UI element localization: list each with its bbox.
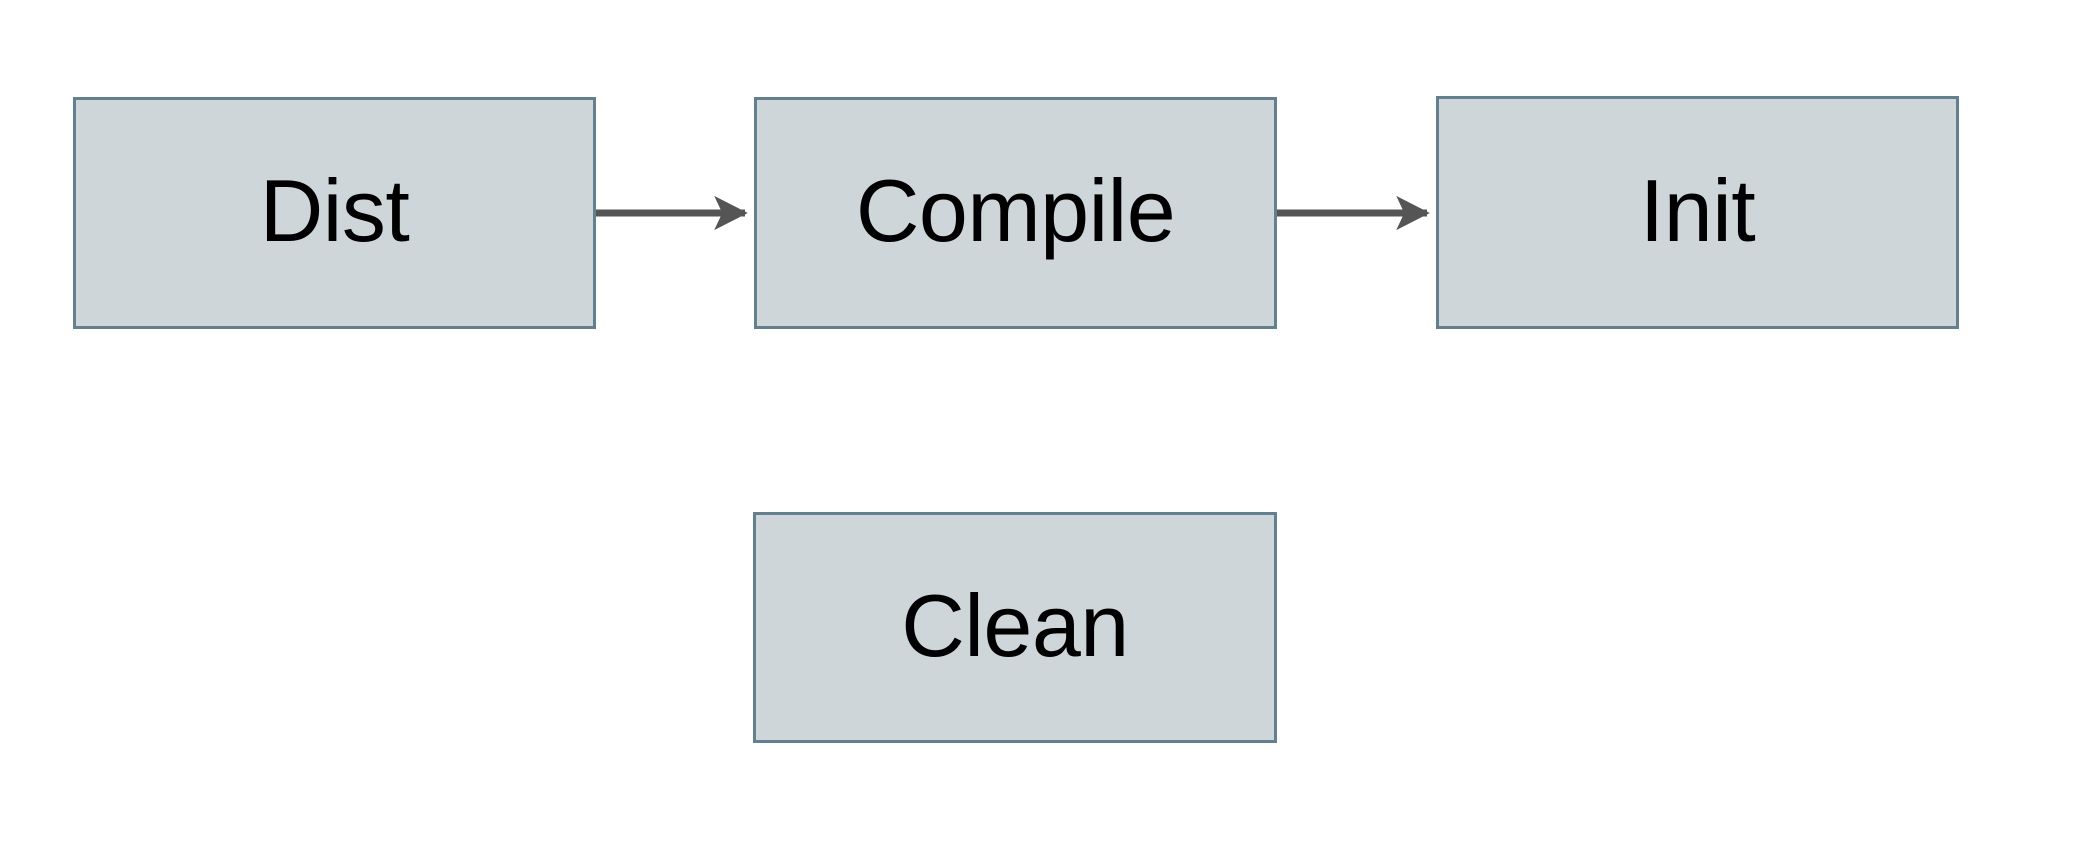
node-init[interactable]: Init bbox=[1436, 96, 1959, 329]
edge-compile-to-init-hitarea[interactable] bbox=[1277, 193, 1436, 233]
node-init-label: Init bbox=[1639, 160, 1756, 260]
node-clean[interactable]: Clean bbox=[753, 512, 1277, 743]
node-dist[interactable]: Dist bbox=[73, 97, 596, 329]
edge-dist-to-compile-hitarea[interactable] bbox=[596, 193, 754, 233]
node-dist-label: Dist bbox=[259, 161, 410, 260]
node-compile-label: Compile bbox=[855, 161, 1176, 260]
node-clean-label: Clean bbox=[901, 575, 1129, 675]
node-compile[interactable]: Compile bbox=[754, 97, 1277, 329]
